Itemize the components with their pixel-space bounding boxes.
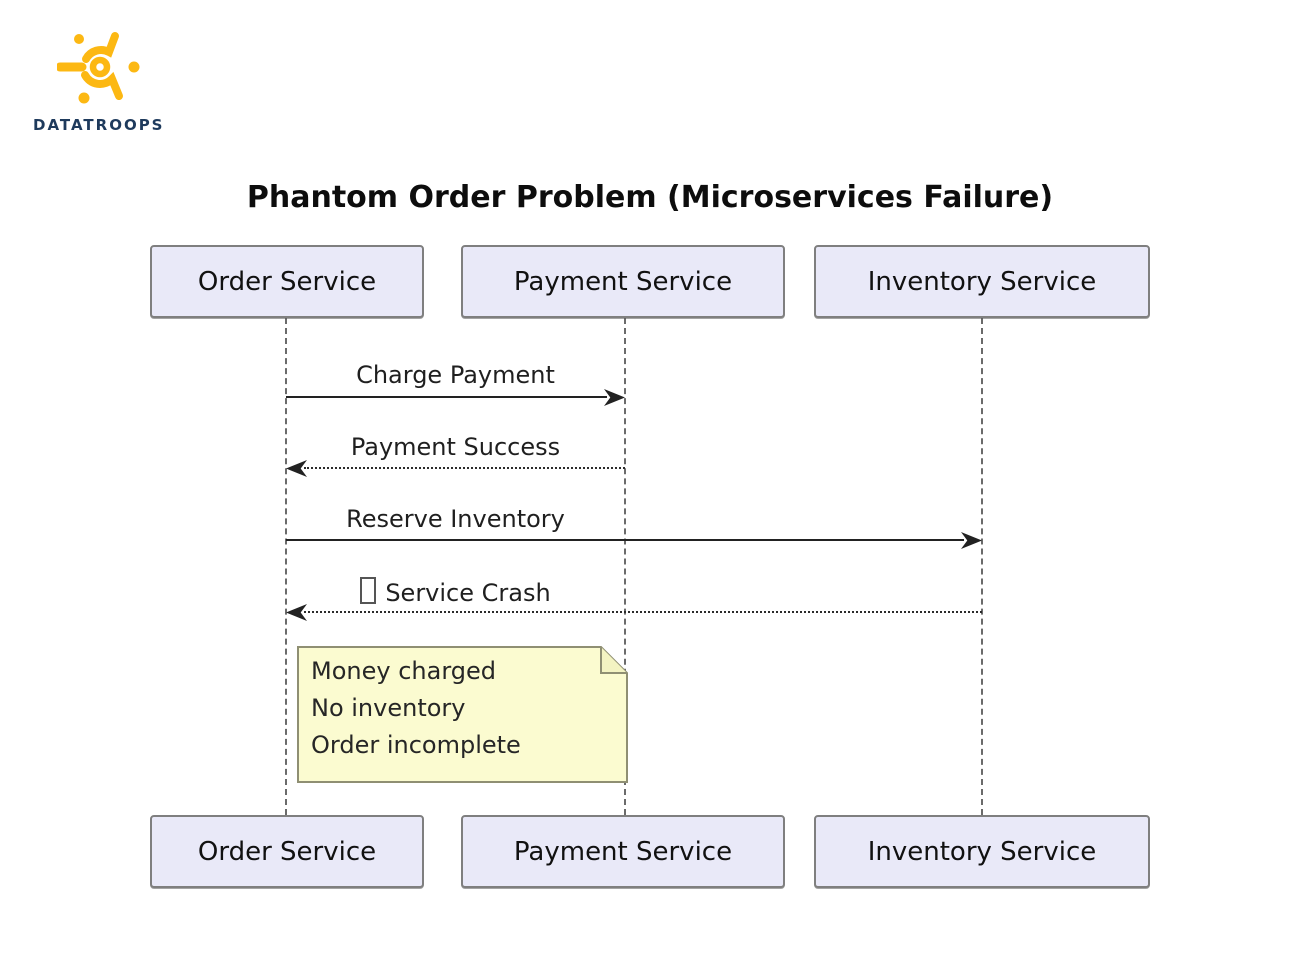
actor-bottom-payment-service: Payment Service xyxy=(461,815,785,888)
lifeline-order-service xyxy=(285,318,287,815)
actor-label: Inventory Service xyxy=(867,836,1097,867)
message-line-reserve-inventory xyxy=(286,539,964,541)
actor-top-payment-service: Payment Service xyxy=(461,245,785,318)
message-label-text: Service Crash xyxy=(385,579,551,607)
note-shape xyxy=(297,646,628,783)
note-line: Money charged xyxy=(311,657,496,685)
message-label-reserve-inventory: Reserve Inventory xyxy=(346,505,565,533)
message-line-charge-payment xyxy=(286,396,607,398)
arrowhead-right-icon xyxy=(604,389,625,406)
message-label-payment-success: Payment Success xyxy=(350,433,561,461)
diagram-title: Phantom Order Problem (Microservices Fai… xyxy=(246,180,1054,215)
message-label-service-crash: Service Crash xyxy=(286,577,625,607)
lifeline-payment-service xyxy=(624,318,626,815)
message-label-charge-payment: Charge Payment xyxy=(356,361,555,389)
brand-name: DATATROOPS xyxy=(33,116,165,134)
note-phantom-order: Money charged No inventory Order incompl… xyxy=(297,646,629,784)
lifeline-inventory-service xyxy=(981,318,983,815)
actor-bottom-order-service: Order Service xyxy=(150,815,424,888)
actor-label: Order Service xyxy=(197,266,377,297)
actor-label: Inventory Service xyxy=(867,266,1097,297)
actor-label: Payment Service xyxy=(513,266,733,297)
actor-bottom-inventory-service: Inventory Service xyxy=(814,815,1150,888)
message-line-service-crash xyxy=(304,611,982,613)
missing-glyph-box-icon xyxy=(360,577,377,604)
note-line: Order incomplete xyxy=(311,731,521,759)
note-text: Money charged No inventory Order incompl… xyxy=(311,653,521,764)
datatroops-sunburst-icon xyxy=(57,32,140,104)
note-line: No inventory xyxy=(311,694,466,722)
message-line-payment-success xyxy=(304,467,625,469)
arrowhead-right-icon xyxy=(961,532,982,549)
actor-label: Order Service xyxy=(197,836,377,867)
actor-label: Payment Service xyxy=(513,836,733,867)
actor-top-order-service: Order Service xyxy=(150,245,424,318)
actor-top-inventory-service: Inventory Service xyxy=(814,245,1150,318)
